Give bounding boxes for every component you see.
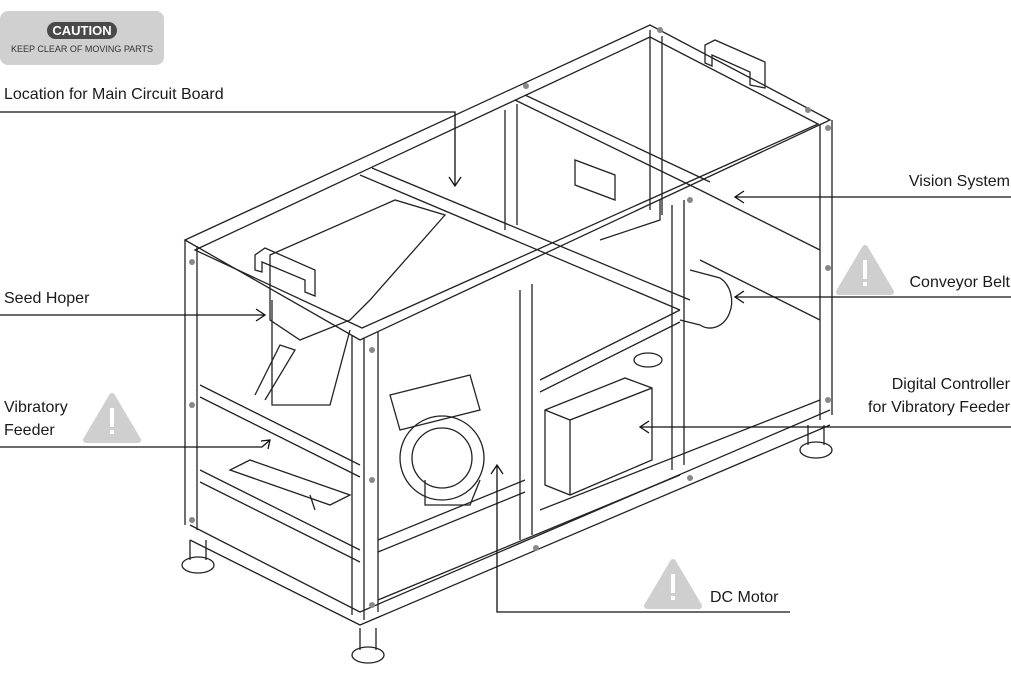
caution-subtitle: KEEP CLEAR OF MOVING PARTS <box>10 44 154 54</box>
label-seed-hoper: Seed Hoper <box>4 290 90 307</box>
label-digital-controller-line2: for Vibratory Feeder <box>868 399 1010 416</box>
warning-icon <box>83 393 141 443</box>
frame-bolts <box>189 27 831 608</box>
label-vision-system: Vision System <box>908 173 1010 190</box>
warning-triangles <box>83 245 894 609</box>
label-digital-controller: Digital Controller for Vibratory Feeder <box>868 373 1010 419</box>
label-dc-motor: DC Motor <box>710 589 779 606</box>
warning-icon <box>644 559 702 609</box>
aluminum-frame <box>183 24 833 626</box>
caution-title: CAUTION <box>47 22 117 39</box>
label-digital-controller-line1: Digital Controller <box>891 376 1010 393</box>
label-main-circuit-board: Location for Main Circuit Board <box>4 86 224 103</box>
label-conveyor-belt: Conveyor Belt <box>909 274 1011 291</box>
label-vibratory-feeder-line1: Vibratory <box>4 399 68 416</box>
leveling-feet <box>181 352 833 664</box>
warning-icon <box>836 245 894 295</box>
label-vibratory-feeder: Vibratory Feeder <box>4 396 68 442</box>
caution-badge: CAUTION KEEP CLEAR OF MOVING PARTS <box>0 11 164 65</box>
label-vibratory-feeder-line2: Feeder <box>4 422 55 439</box>
leader-lines <box>0 111 1011 613</box>
